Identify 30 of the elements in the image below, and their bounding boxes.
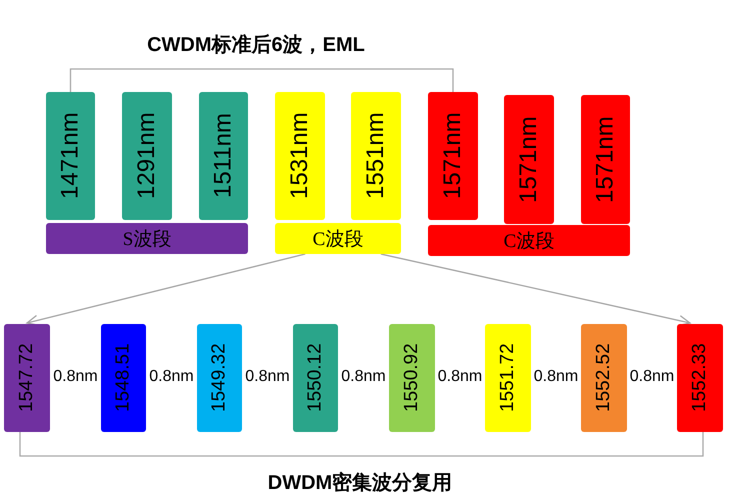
wavelength-box: 1548.51 (101, 324, 146, 432)
arrow (380, 253, 691, 326)
arrow (26, 253, 306, 326)
spacing-label: 0.8nm (628, 368, 676, 386)
band-box: C波段 (275, 223, 401, 254)
spacing-label: 0.8nm (340, 368, 387, 386)
spacing-label: 0.8nm (436, 368, 484, 386)
wavelength-box: 1551nm (351, 92, 401, 220)
wavelength-box: 1552.52 (581, 324, 627, 432)
wavelength-box: 1547.72 (4, 324, 50, 432)
wavelength-box: 1551.72 (485, 324, 531, 432)
wavelength-box: 1549.32 (197, 324, 242, 432)
wavelength-box: 1571nm (581, 95, 630, 224)
spacing-label: 0.8nm (244, 368, 291, 386)
band-box: S波段 (46, 223, 248, 254)
wavelength-box: 1291nm (122, 92, 172, 220)
section-heading: DWDM密集波分复用 (266, 470, 454, 496)
wavelength-box: 1550.12 (293, 324, 338, 432)
band-box: C波段 (428, 225, 630, 256)
title: CWDM标准后6波，EML (146, 33, 366, 58)
wavelength-box: 1571nm (504, 95, 554, 224)
spacing-label: 0.8nm (148, 368, 195, 386)
spacing-label: 0.8nm (532, 368, 580, 386)
spacing-label: 0.8nm (52, 368, 99, 386)
wavelength-box: 1552.33 (677, 324, 723, 432)
wavelength-box: 1571nm (428, 92, 478, 220)
wavelength-box: 1471nm (46, 92, 95, 220)
wavelength-box: 1550.92 (389, 324, 435, 432)
wavelength-box: 1531nm (275, 92, 325, 220)
wavelength-box: 1511nm (199, 92, 248, 220)
